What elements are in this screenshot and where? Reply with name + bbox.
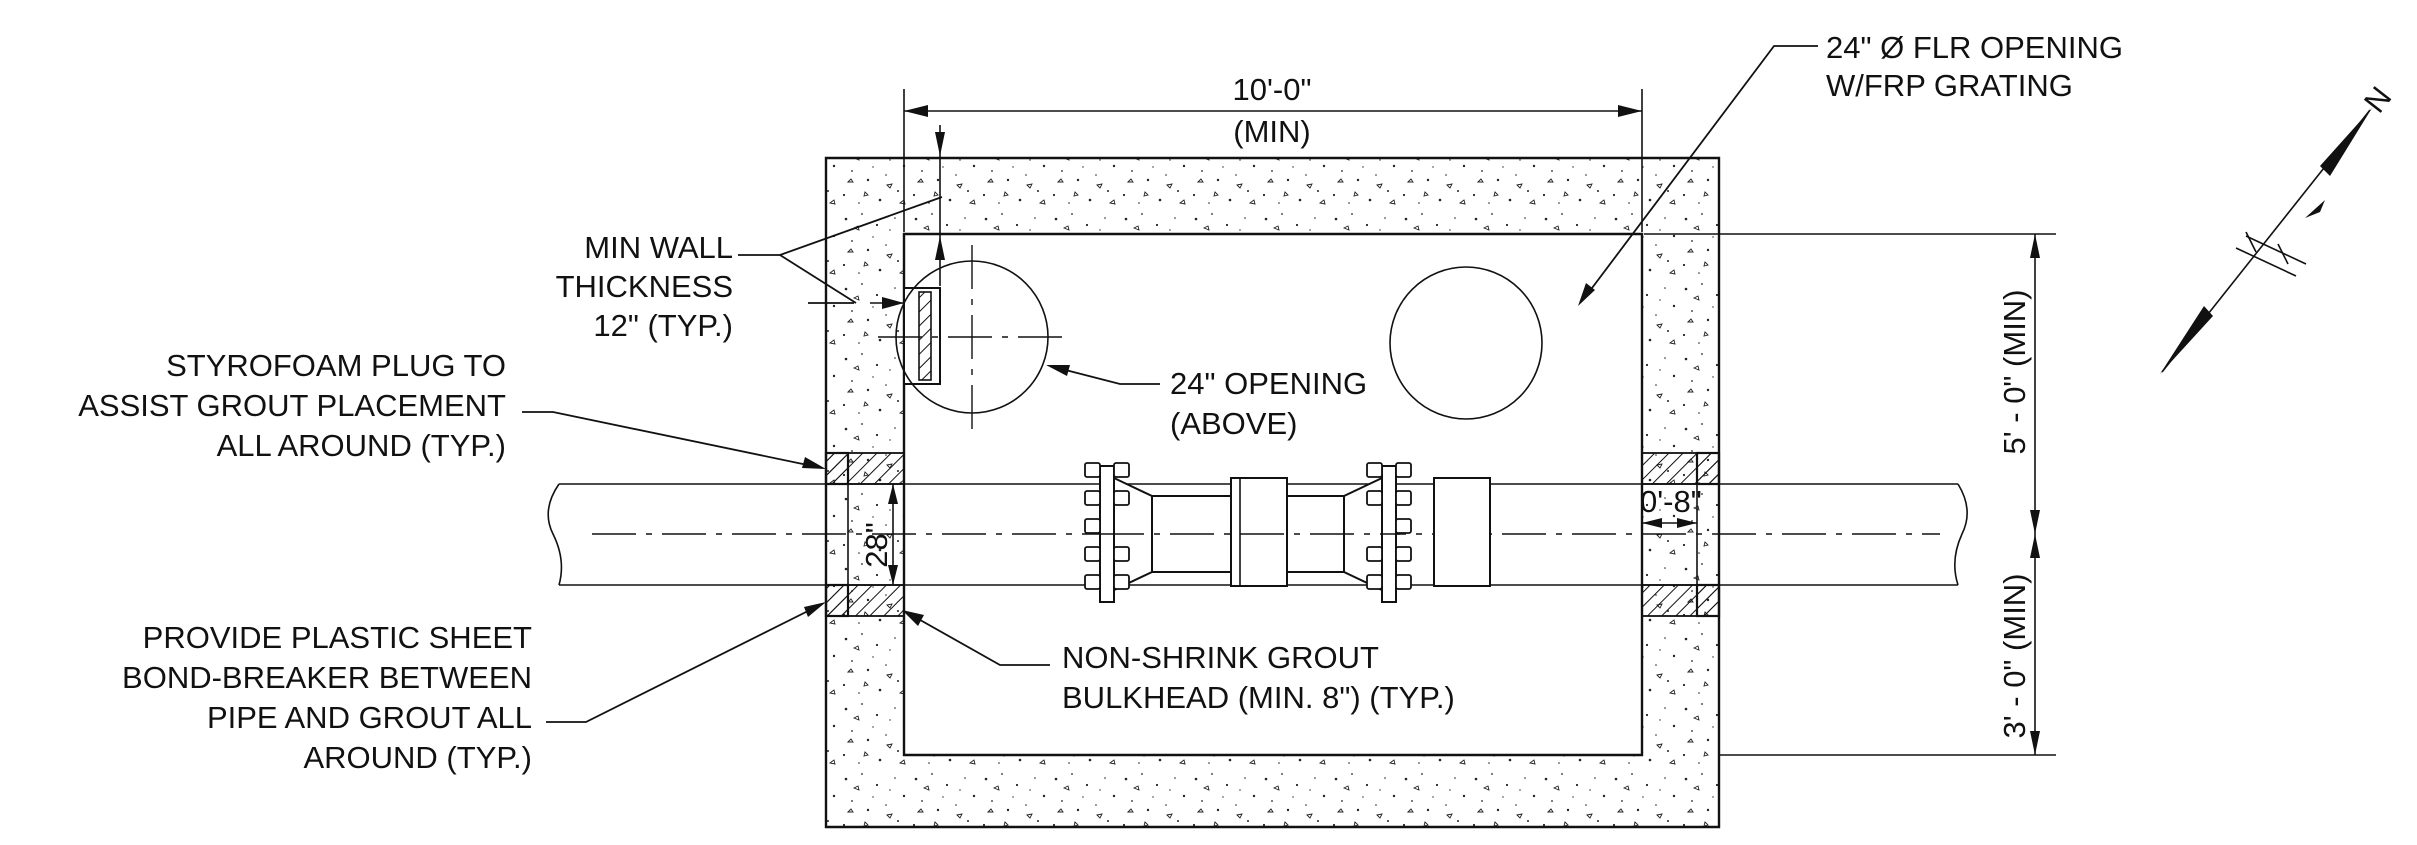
opening-line2: (ABOVE) (1170, 406, 1297, 441)
styrofoam-line1: STYROFOAM PLUG TO (166, 348, 506, 383)
vertical-dimensions (1644, 233, 2056, 756)
pipe-dia-text: 28" (859, 522, 894, 568)
styrofoam-line2: ASSIST GROUT PLACEMENT (78, 388, 506, 423)
dim-upper-text: 5' - 0" (MIN) (1997, 289, 2032, 454)
styrofoam-plug-right-top (1695, 451, 1721, 486)
styrofoam-plug-right-bottom (1695, 583, 1721, 618)
opening-line1: 24" OPENING (1170, 366, 1367, 401)
plastic-line4: AROUND (TYP.) (303, 740, 532, 775)
width-dim-text: 10'-0" (1233, 72, 1312, 107)
dim-lower-text: 3' - 0" (MIN) (1997, 573, 2032, 738)
styrofoam-line3: ALL AROUND (TYP.) (217, 428, 506, 463)
plastic-leader (546, 603, 823, 723)
styrofoam-plug-left-bottom (824, 583, 850, 618)
ladder-bracket (903, 287, 941, 385)
grout-dimension (1642, 518, 1697, 528)
grout-dim-text: 0'-8" (1640, 484, 1702, 519)
pipe-dia-dimension (888, 484, 898, 585)
flr-opening-line2: W/FRP GRATING (1826, 68, 2073, 103)
opening-leader (1049, 365, 1160, 385)
plastic-line3: PIPE AND GROUT ALL (207, 700, 532, 735)
north-arrow-icon (2160, 108, 2372, 374)
min-wall-line2: THICKNESS (556, 269, 733, 304)
width-dim-min-text: (MIN) (1233, 114, 1310, 149)
min-wall-line3: 12" (TYP.) (593, 308, 733, 343)
flanged-coupling (1084, 462, 1412, 603)
flange-bolts (1084, 462, 1412, 590)
plastic-line2: BOND-BREAKER BETWEEN (122, 660, 532, 695)
bulkhead-line2: BULKHEAD (MIN. 8") (TYP.) (1062, 680, 1455, 715)
min-wall-leaders (738, 125, 945, 309)
pipe-sleeve-right (1433, 477, 1491, 587)
grout-bulkheads (824, 451, 1721, 618)
styrofoam-plug-left-top (824, 451, 850, 486)
bulkhead-line1: NON-SHRINK GROUT (1062, 640, 1379, 675)
bulkhead-leader (905, 611, 1050, 666)
flr-opening-leader (1582, 45, 1818, 301)
flr-opening-circle (1389, 266, 1543, 420)
styrofoam-leader (522, 411, 823, 469)
min-wall-line1: MIN WALL (584, 230, 733, 265)
width-dimension (903, 89, 1643, 232)
north-letter: N (2357, 80, 2398, 119)
plastic-line1: PROVIDE PLASTIC SHEET (143, 620, 532, 655)
flr-opening-line1: 24" Ø FLR OPENING (1826, 30, 2123, 65)
